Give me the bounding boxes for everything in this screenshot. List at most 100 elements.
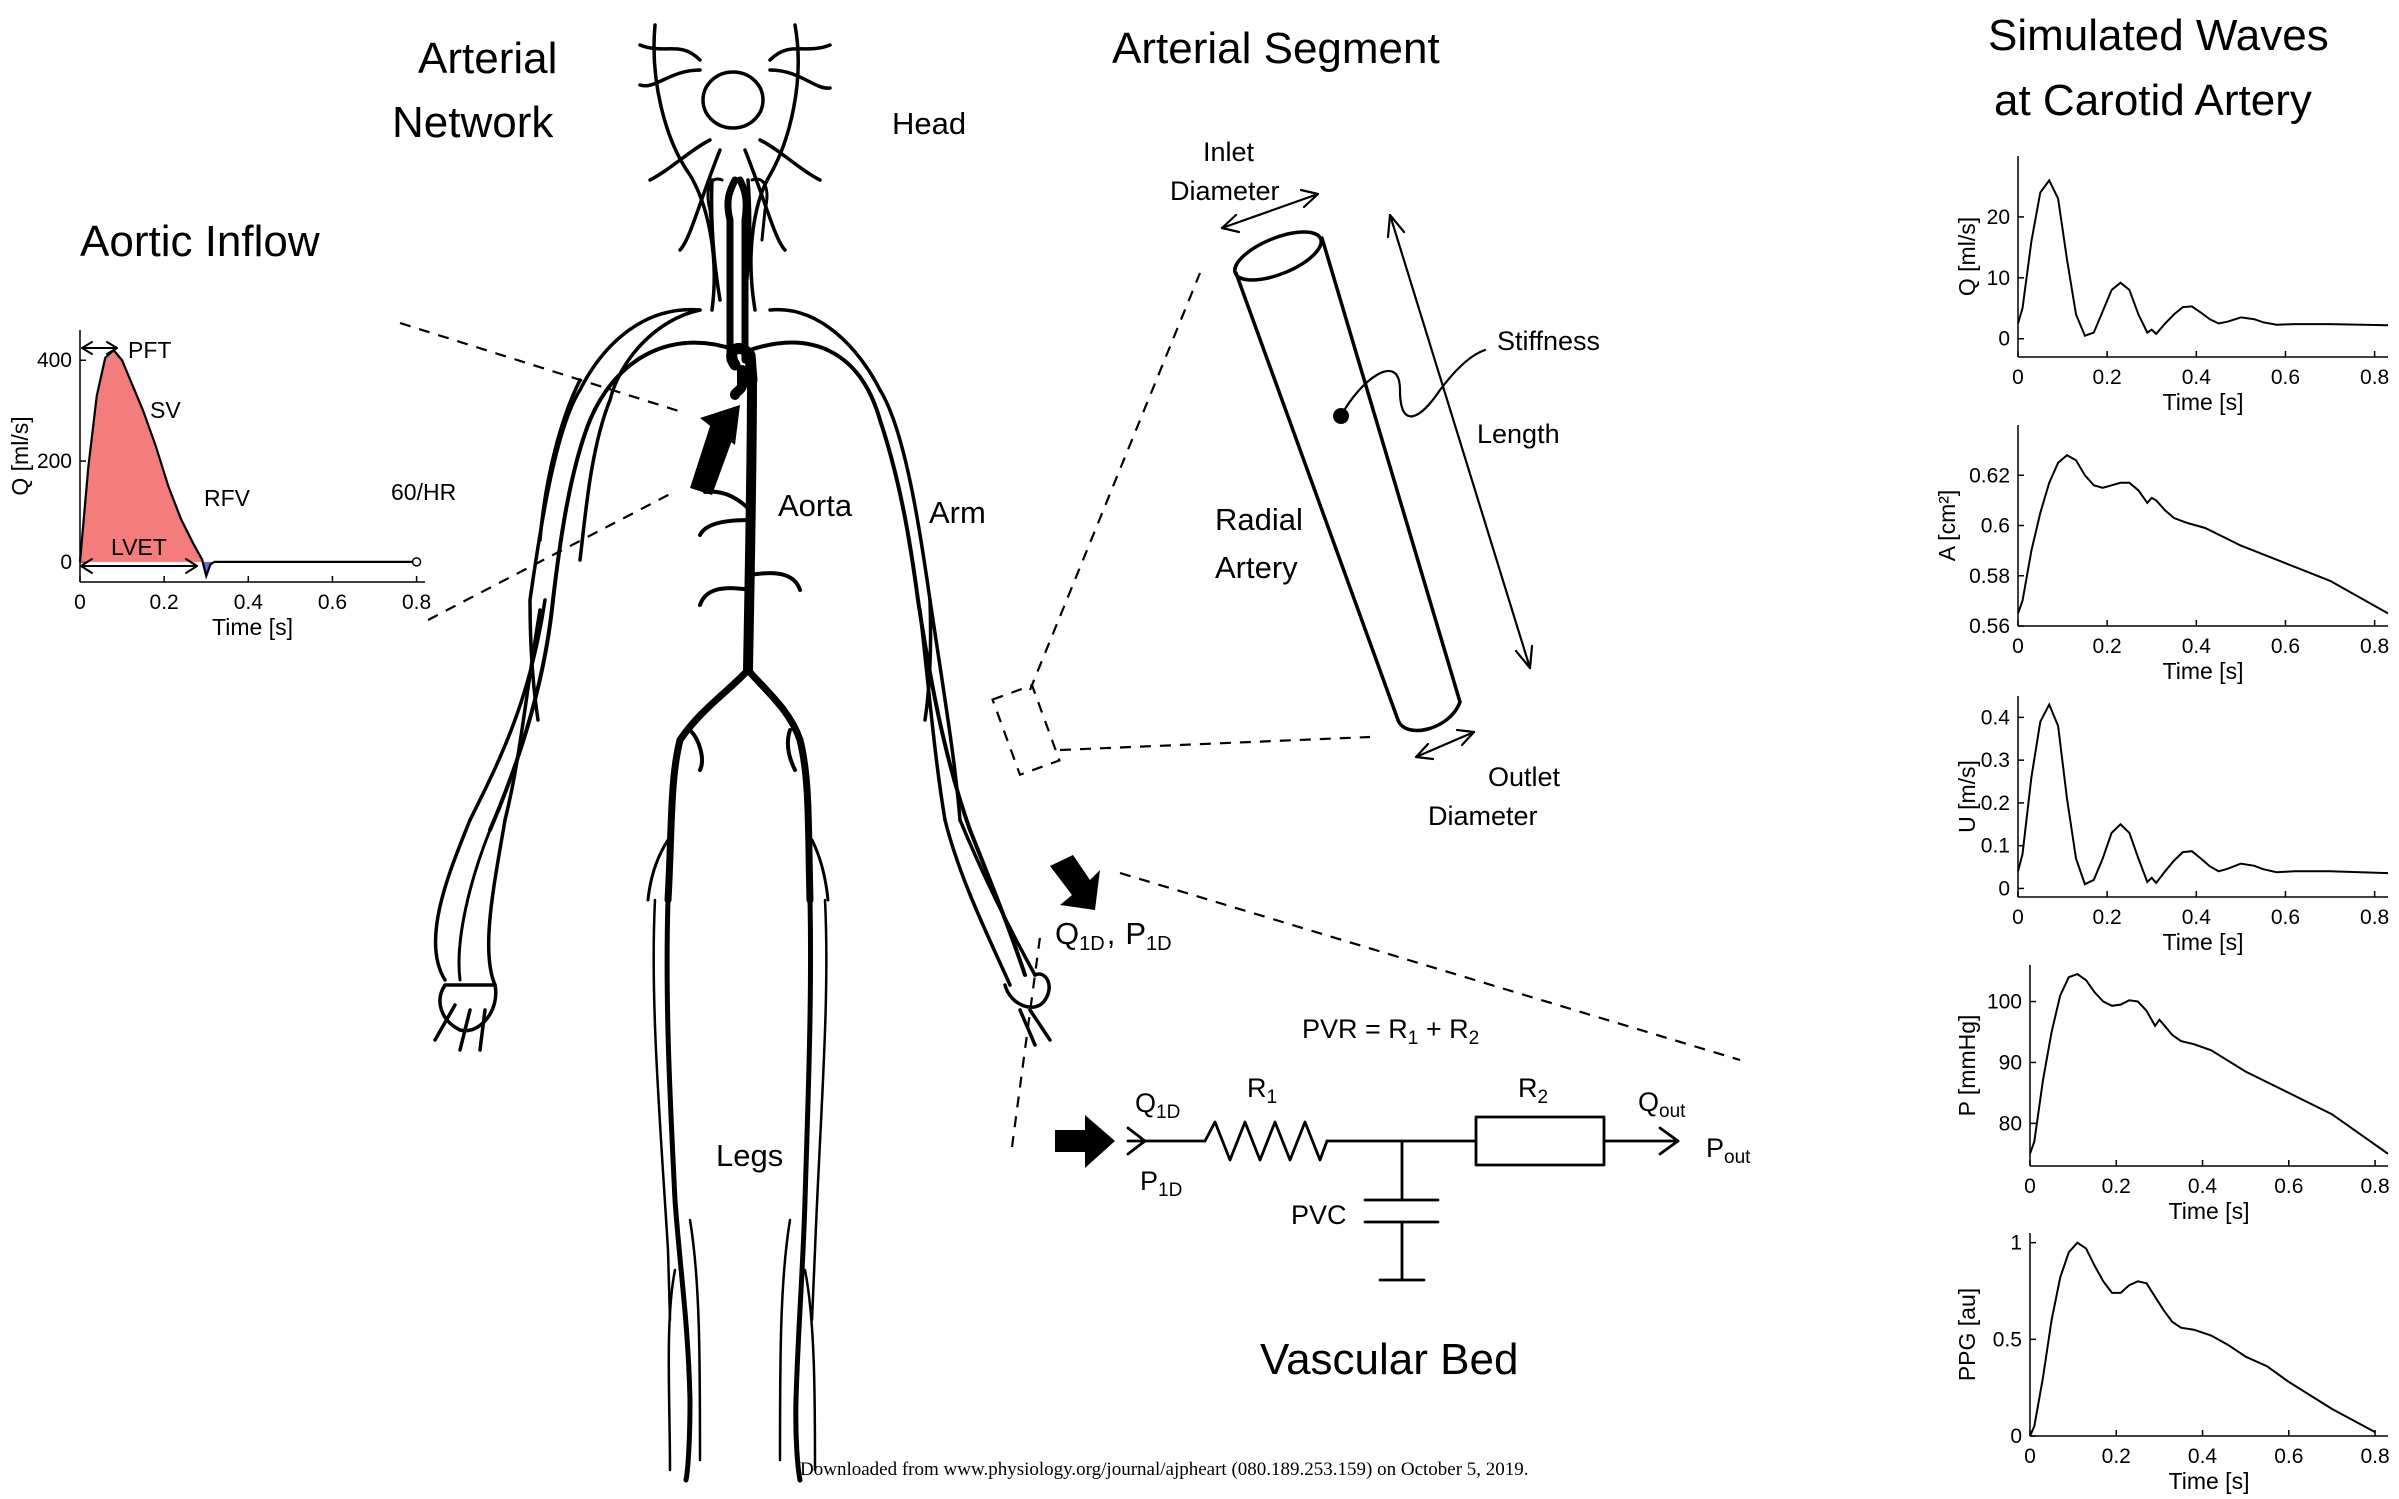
connector-inflow-bottom — [428, 493, 672, 620]
y-tick-label: 10 — [1987, 267, 2010, 290]
label-head: Head — [892, 106, 966, 141]
x-tick-label: 0.6 — [2274, 1175, 2303, 1198]
arterial-tree — [459, 179, 1025, 1480]
y-tick-label: 400 — [37, 349, 72, 372]
label-radial-line2: Artery — [1215, 550, 1298, 585]
y-tick-label: 0.6 — [1981, 515, 2010, 538]
p-out-subscript: out — [1724, 1147, 1751, 1168]
q1d-separator: , — [1107, 916, 1116, 951]
x-tick-label: 0.2 — [150, 591, 179, 614]
label-q1d-p1d-top: Q1D,P1D — [1055, 916, 1172, 955]
resistor-r2-box — [1476, 1117, 1604, 1165]
label-inlet-line1: Inlet — [1203, 137, 1255, 167]
label-pft: PFT — [128, 337, 171, 363]
x-tick-label: 0.2 — [2093, 906, 2122, 929]
y-axis-label: P [mmHg] — [1954, 1015, 1980, 1117]
y-tick-label: 0 — [60, 551, 72, 574]
x-tick-label: 0.4 — [2188, 1175, 2218, 1198]
label-sv: SV — [150, 397, 181, 423]
label-r1: R1 — [1247, 1073, 1277, 1108]
r2-subscript: 2 — [1538, 1087, 1549, 1108]
label-circuit-q1d: Q1D — [1135, 1088, 1180, 1123]
x-tick-label: 0.2 — [2102, 1445, 2131, 1468]
footer-download-note: Downloaded from www.physiology.org/journ… — [800, 1459, 1529, 1480]
q1d-subscript: 1D — [1079, 933, 1105, 955]
x-tick-label: 0.2 — [2093, 366, 2122, 389]
title-simulated-waves-line1: Simulated Waves — [1988, 11, 2329, 60]
label-length: Length — [1477, 419, 1560, 449]
y-tick-label: 0.4 — [1981, 706, 2011, 729]
y-axis-label: U [m/s] — [1954, 760, 1980, 833]
label-stiffness: Stiffness — [1497, 326, 1600, 356]
x-tick-label: 0.4 — [2182, 906, 2212, 929]
label-legs: Legs — [716, 1138, 783, 1173]
y-tick-label: 90 — [1999, 1051, 2022, 1074]
stiffness-leader — [1341, 350, 1485, 416]
y-axis-label: Q [ml/s] — [7, 416, 33, 495]
q-out-subscript: out — [1659, 1101, 1686, 1122]
y-axis-label: Q [ml/s] — [1954, 217, 1980, 296]
x-axis-label: Time [s] — [2169, 1468, 2250, 1494]
title-arterial-segment: Arterial Segment — [1112, 24, 1440, 73]
x-tick-label: 0.8 — [2360, 1175, 2389, 1198]
p1d-subscript: 1D — [1146, 933, 1172, 955]
pft-arrow — [82, 342, 117, 354]
label-arm: Arm — [929, 495, 986, 530]
p-out-symbol: P — [1706, 1133, 1724, 1163]
x-tick-label: 0 — [2012, 366, 2024, 389]
pressure-wave-line — [2030, 974, 2388, 1154]
x-tick-label: 0 — [2012, 635, 2024, 658]
area-wave-line — [2018, 455, 2388, 613]
y-tick-label: 200 — [37, 450, 72, 473]
x-tick-label: 0.4 — [234, 591, 264, 614]
circuit-input-arrow — [1055, 1115, 1115, 1168]
x-tick-label: 0.2 — [2102, 1175, 2131, 1198]
y-tick-label: 0.2 — [1981, 792, 2010, 815]
connector-segment-top — [1030, 273, 1200, 690]
segment-highlight-box — [993, 685, 1060, 775]
x-tick-label: 0.6 — [2271, 366, 2300, 389]
y-axis-label: PPG [au] — [1954, 1288, 1980, 1381]
x-tick-label: 0 — [2012, 906, 2024, 929]
label-radial-line1: Radial — [1215, 502, 1303, 537]
y-tick-label: 0.62 — [1969, 464, 2010, 487]
title-arterial-network-line1: Arterial — [418, 34, 557, 83]
q1d-symbol: Q — [1055, 916, 1079, 951]
x-tick-label: 0.6 — [318, 591, 347, 614]
label-p-out: Pout — [1706, 1133, 1751, 1168]
capacitor-pvc-plates — [1365, 1200, 1438, 1222]
y-tick-label: 0.1 — [1981, 835, 2010, 858]
r2-symbol: R — [1518, 1073, 1538, 1103]
x-tick-label: 0.6 — [2271, 906, 2300, 929]
y-tick-label: 80 — [1999, 1112, 2022, 1135]
label-outlet-line1: Outlet — [1488, 762, 1561, 792]
pvr-r1-subscript: 1 — [1408, 1028, 1419, 1049]
y-axis-label: A [cm²] — [1934, 490, 1960, 562]
label-aorta: Aorta — [778, 488, 853, 523]
ppg-wave-line — [2030, 1243, 2375, 1436]
y-tick-label: 0 — [1998, 328, 2010, 351]
title-aortic-inflow: Aortic Inflow — [80, 217, 320, 266]
y-tick-label: 0.5 — [1993, 1328, 2022, 1351]
circuit-p1d-subscript: 1D — [1158, 1180, 1182, 1201]
x-axis-label: Time [s] — [2169, 1198, 2250, 1224]
r1-symbol: R — [1247, 1073, 1267, 1103]
x-axis-label: Time [s] — [2163, 929, 2244, 955]
p1d-symbol: P — [1125, 916, 1146, 951]
circuit-p1d-symbol: P — [1140, 1166, 1158, 1196]
chart-carotid-area: 00.20.40.60.80.560.580.60.62Time [s]A [c… — [1934, 425, 2389, 684]
title-simulated-waves-line2: at Carotid Artery — [1994, 76, 2312, 125]
title-arterial-network-line2: Network — [392, 98, 554, 147]
label-inlet-line2: Diameter — [1170, 176, 1280, 206]
connector-inflow-top — [400, 323, 685, 413]
x-tick-label: 0.4 — [2188, 1445, 2218, 1468]
x-axis-label: Time [s] — [2163, 658, 2244, 684]
connector-bed-left — [1012, 937, 1040, 1147]
x-tick-label: 0.4 — [2182, 635, 2212, 658]
x-tick-label: 0.8 — [2360, 906, 2389, 929]
r1-subscript: 1 — [1267, 1087, 1278, 1108]
circuit-wires — [1128, 1117, 1678, 1280]
label-rfv: RFV — [204, 485, 251, 511]
